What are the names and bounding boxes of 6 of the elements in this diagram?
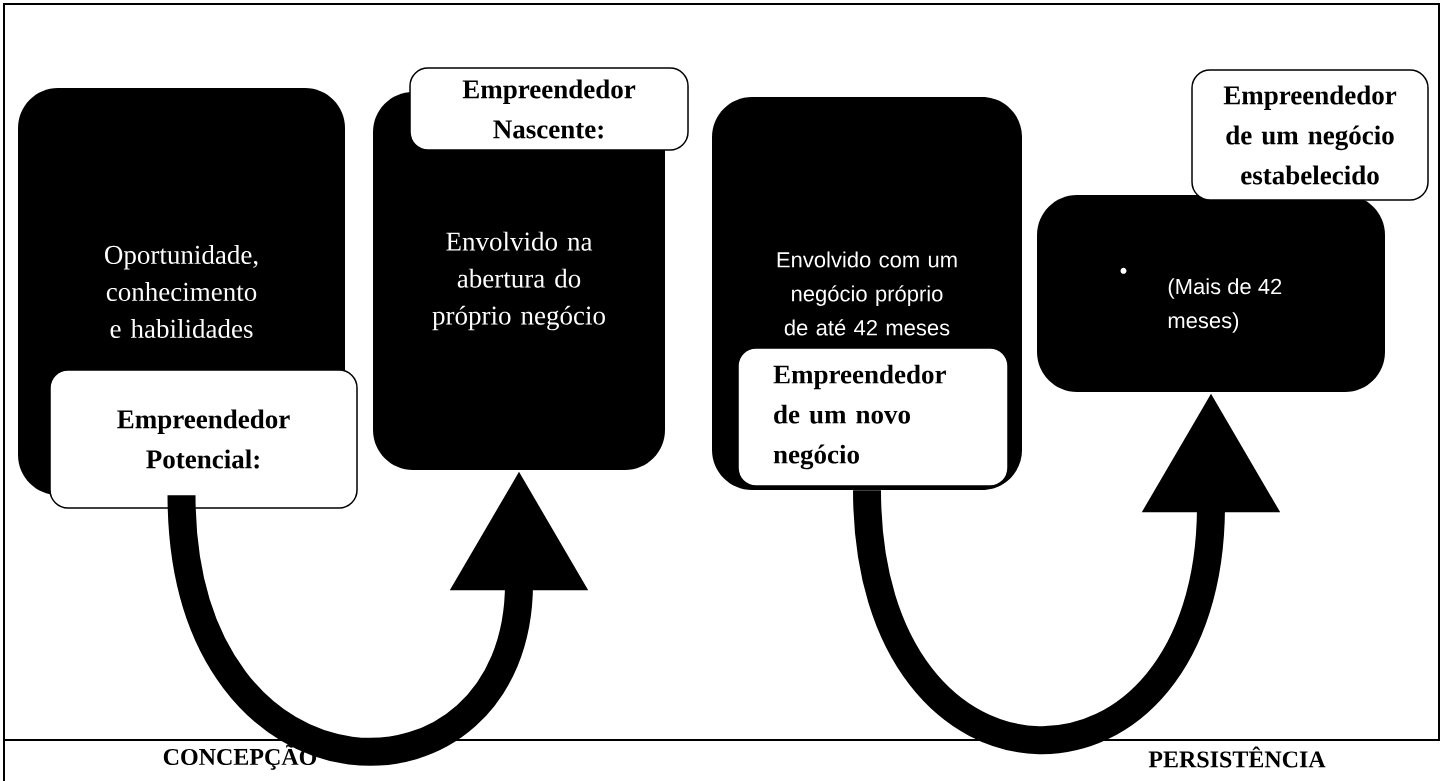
stage-label: PERSISTÊNCIA <box>1148 746 1326 768</box>
label-box: Empreendedor de um negócio estabelecido <box>1191 69 1429 201</box>
rounded-box: • (Mais de 42 meses) <box>1037 195 1385 392</box>
label-box: Empreendedor Potencial: <box>49 369 358 509</box>
label-box: Empreendedor Nascente: <box>409 67 689 151</box>
label-box: Empreendedor de um novo negócio <box>737 347 1009 487</box>
